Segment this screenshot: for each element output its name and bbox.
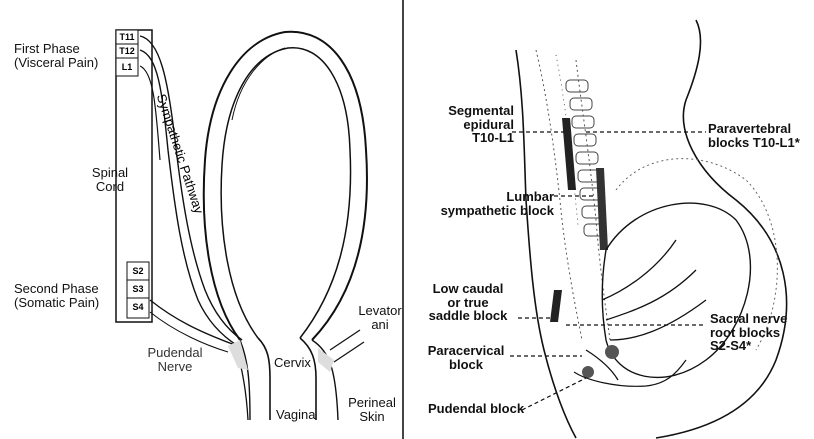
pain-pathway-diagram: First Phase (Visceral Pain) Spinal Cord … bbox=[0, 0, 404, 439]
vagina-left-wall bbox=[258, 338, 270, 420]
caudal-block-marker bbox=[550, 290, 562, 322]
uterus-outer bbox=[204, 32, 367, 340]
regional-block-drawing bbox=[406, 0, 814, 439]
perineal-skin-label: Perineal Skin bbox=[344, 396, 400, 423]
segment-t11: T11 bbox=[118, 32, 136, 42]
leader-lines bbox=[510, 132, 706, 410]
second-phase-label: Second Phase (Somatic Pain) bbox=[14, 282, 99, 309]
epidural-block-marker bbox=[562, 118, 576, 190]
pudendal-block-label: Pudendal block bbox=[428, 402, 524, 416]
segment-t12: T12 bbox=[118, 46, 136, 56]
segment-s4: S4 bbox=[129, 302, 147, 312]
pudendal-block-marker bbox=[582, 366, 594, 378]
vagina-label: Vagina bbox=[276, 408, 316, 422]
paracervical-label: Paracervical block bbox=[420, 344, 512, 371]
sacral-block-marker bbox=[605, 345, 619, 359]
segment-s3: S3 bbox=[129, 284, 147, 294]
segment-l1: L1 bbox=[118, 62, 136, 72]
regional-block-diagram: Segmental epidural T10-L1 Paravertebral … bbox=[406, 0, 814, 439]
cervix-label: Cervix bbox=[274, 356, 311, 370]
levator-ani-label: Levator ani bbox=[358, 304, 402, 331]
first-phase-label: First Phase (Visceral Pain) bbox=[14, 42, 98, 69]
pudendal-nerve-label: Pudendal Nerve bbox=[140, 346, 210, 373]
lumbar-sympathetic-label: Lumbar sympathetic block bbox=[416, 190, 554, 217]
sacral-nerve-label: Sacral nerve root blocks S2-S4* bbox=[710, 312, 787, 353]
lumbar-sympathetic-marker bbox=[596, 168, 608, 250]
segmental-epidural-label: Segmental epidural T10-L1 bbox=[418, 104, 514, 145]
body-outline-back bbox=[516, 50, 576, 438]
segment-s2: S2 bbox=[129, 266, 147, 276]
paravertebral-label: Paravertebral blocks T10-L1* bbox=[708, 122, 800, 149]
spinal-cord-label: Spinal Cord bbox=[80, 166, 140, 193]
low-caudal-label: Low caudal or true saddle block bbox=[418, 282, 518, 323]
